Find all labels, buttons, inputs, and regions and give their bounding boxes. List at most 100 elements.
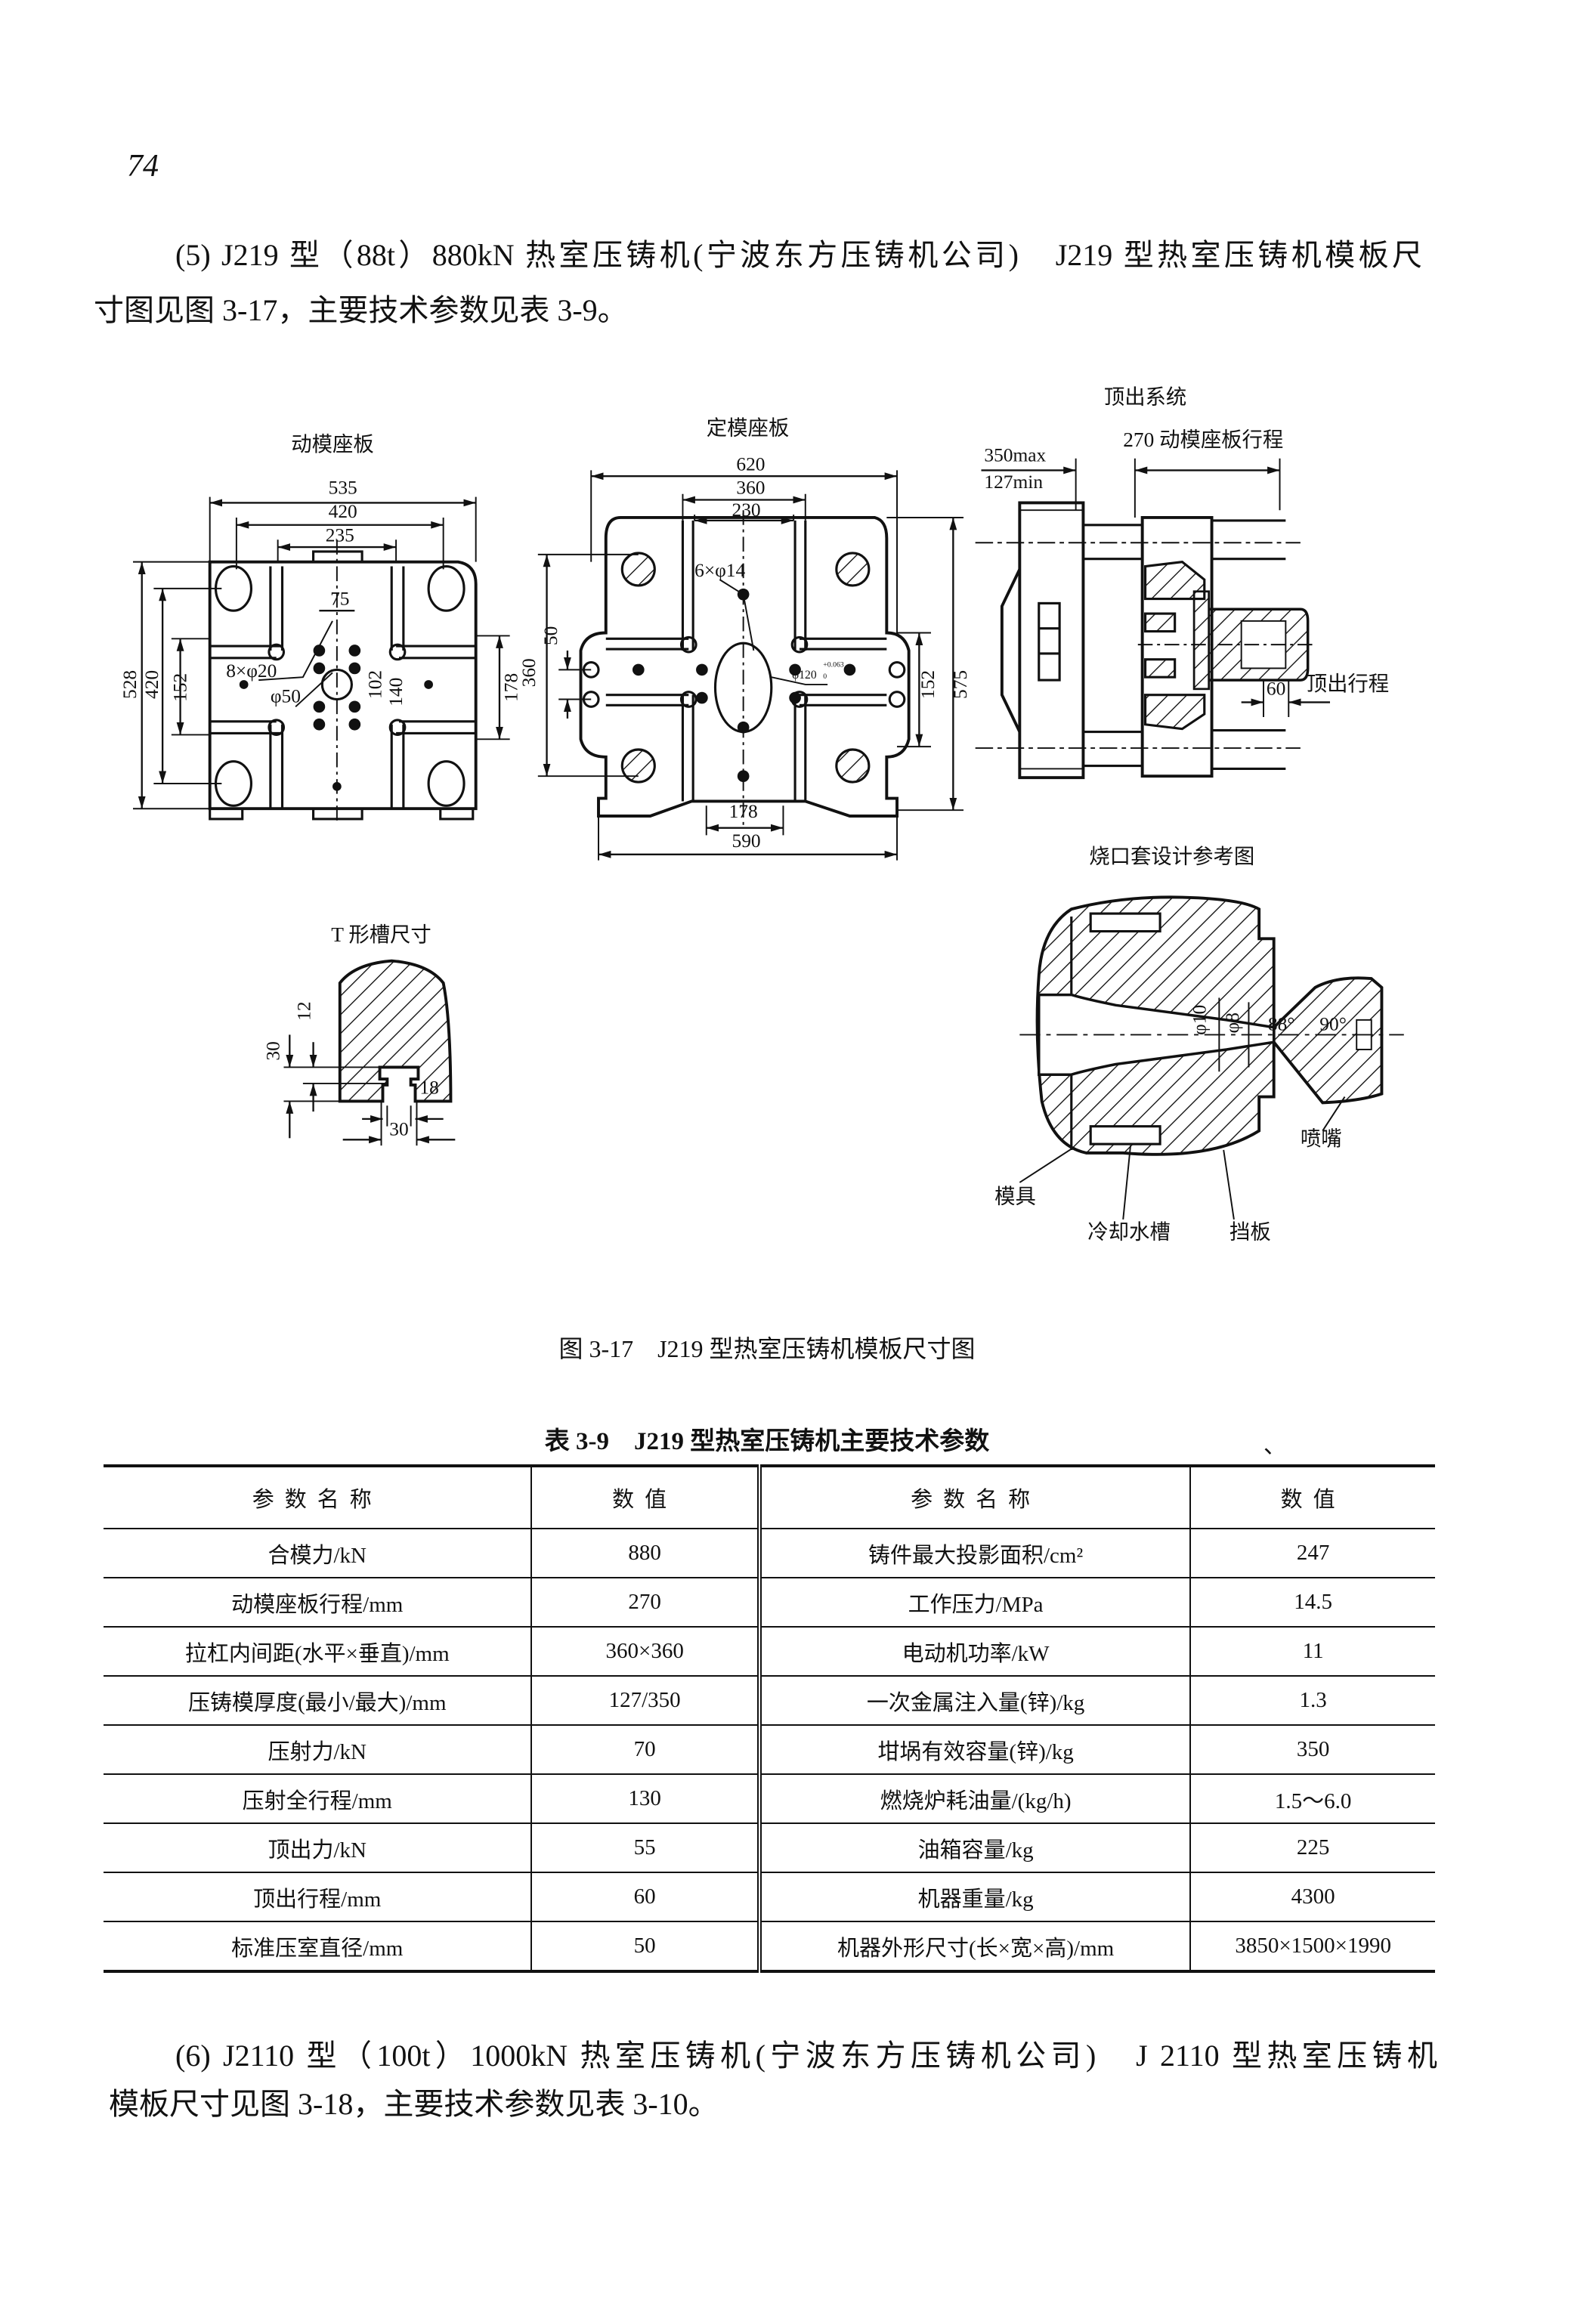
eject-label: 顶出行程 bbox=[1307, 672, 1389, 695]
label-die: 模具 bbox=[994, 1185, 1036, 1207]
dim-88-deg: 88° bbox=[1268, 1014, 1295, 1035]
dim-75: 75 bbox=[330, 588, 349, 609]
dim-phi10: φ10 bbox=[1189, 1005, 1211, 1035]
param-name-cell: 压铸模厚度(最小/最大)/mm bbox=[104, 1676, 533, 1726]
param-name-cell: 坩埚有效容量(锌)/kg bbox=[759, 1725, 1192, 1775]
dim-360-vertical: 360 bbox=[518, 658, 540, 687]
param-name-cell: 压射全行程/mm bbox=[104, 1774, 533, 1824]
param-value-cell: 130 bbox=[531, 1774, 762, 1824]
dim-575: 575 bbox=[950, 670, 971, 699]
header-param-name: 参数名称 bbox=[759, 1466, 1192, 1529]
figure-caption: 图 3-17 J219 型热室压铸机模板尺寸图 bbox=[558, 1335, 976, 1362]
header-param-name: 参数名称 bbox=[104, 1466, 533, 1529]
param-value-cell: 880 bbox=[531, 1529, 762, 1578]
dim-phi120: φ120 bbox=[792, 669, 817, 682]
param-name-cell: 机器外形尺寸(长×宽×高)/mm bbox=[759, 1921, 1192, 1972]
param-value-cell: 225 bbox=[1190, 1823, 1435, 1873]
param-name-cell: 动模座板行程/mm bbox=[104, 1578, 533, 1628]
param-value-cell: 127/350 bbox=[531, 1676, 762, 1726]
dim-360: 360 bbox=[736, 478, 765, 499]
page-number: 74 bbox=[127, 149, 159, 184]
ejection-stroke-label: 270 动模座板行程 bbox=[1123, 428, 1283, 451]
param-name-cell: 一次金属注入量(锌)/kg bbox=[759, 1676, 1192, 1726]
dim-18: 18 bbox=[419, 1077, 438, 1099]
param-value-cell: 60 bbox=[531, 1872, 762, 1922]
dim-phi8: φ8 bbox=[1222, 1012, 1243, 1033]
dim-phi120-lower-tol: 0 bbox=[823, 672, 827, 681]
param-name-cell: 顶出力/kN bbox=[104, 1823, 533, 1873]
dim-30-height: 30 bbox=[263, 1041, 284, 1060]
param-value-cell: 70 bbox=[531, 1725, 762, 1775]
stray-mark: 、 bbox=[1264, 1433, 1286, 1458]
paragraph-1-line-2: 寸图见图 3-17，主要技术参数见表 3-9。 bbox=[94, 293, 628, 327]
ejection-system-drawing: 顶出系统 270 动模座板行程 350max 127min 60 顶出行程 bbox=[975, 385, 1389, 780]
table-title: 表 3-9 J219 型热室压铸机主要技术参数 bbox=[544, 1428, 990, 1455]
paragraph-2-line-1: (6) J2110 型（100t）1000kN 热室压铸机(宁波东方压铸机公司)… bbox=[175, 2039, 1437, 2073]
param-name-cell: 机器重量/kg bbox=[759, 1872, 1192, 1922]
ejection-title: 顶出系统 bbox=[1104, 385, 1186, 408]
header-value: 数值 bbox=[1190, 1466, 1435, 1529]
dim-90-deg: 90° bbox=[1319, 1014, 1347, 1035]
t-slot-drawing: T 形槽尺寸 12 30 18 30 bbox=[263, 923, 456, 1146]
dim-8-phi20: 8×φ20 bbox=[226, 660, 277, 682]
dim-102: 102 bbox=[365, 670, 386, 699]
param-name-cell: 合模力/kN bbox=[104, 1529, 533, 1578]
param-name-cell: 拉杠内间距(水平×垂直)/mm bbox=[104, 1627, 533, 1677]
dim-50: 50 bbox=[540, 626, 561, 645]
param-value-cell: 247 bbox=[1190, 1529, 1435, 1578]
param-name-cell: 油箱容量/kg bbox=[759, 1823, 1192, 1873]
param-name-cell: 工作压力/MPa bbox=[759, 1578, 1192, 1628]
label-baffle: 挡板 bbox=[1229, 1220, 1271, 1243]
param-value-cell: 1.3 bbox=[1190, 1676, 1435, 1726]
dim-528: 528 bbox=[119, 670, 141, 699]
label-cooling-channel: 冷却水槽 bbox=[1087, 1220, 1170, 1243]
sprue-bushing-drawing: 烧口套设计参考图 φ10 φ8 88° 90° 喷嘴 模具 冷却水槽 挡板 bbox=[994, 846, 1404, 1243]
ejection-min-label: 127min bbox=[984, 471, 1043, 493]
dim-235: 235 bbox=[326, 524, 354, 546]
dim-30-width: 30 bbox=[389, 1118, 408, 1139]
param-value-cell: 50 bbox=[531, 1921, 762, 1972]
sprue-title: 烧口套设计参考图 bbox=[1089, 846, 1254, 868]
ejection-max-label: 350max bbox=[984, 445, 1046, 466]
param-value-cell: 4300 bbox=[1190, 1872, 1435, 1922]
eject-value: 60 bbox=[1267, 679, 1285, 700]
dim-152: 152 bbox=[917, 670, 939, 699]
t-slot-title: T 形槽尺寸 bbox=[331, 923, 431, 946]
param-value-cell: 270 bbox=[531, 1578, 762, 1628]
param-name-cell: 标准压室直径/mm bbox=[104, 1921, 533, 1972]
fixed-platen-title: 定模座板 bbox=[707, 416, 789, 439]
dim-620: 620 bbox=[736, 453, 765, 475]
paragraph-2-line-2: 模板尺寸见图 3-18，主要技术参数见表 3-10。 bbox=[109, 2087, 719, 2121]
param-value-cell: 11 bbox=[1190, 1627, 1435, 1677]
moving-platen-title: 动模座板 bbox=[291, 433, 373, 456]
dim-420-vertical: 420 bbox=[141, 670, 162, 699]
param-name-cell: 铸件最大投影面积/cm² bbox=[759, 1529, 1192, 1578]
dim-535: 535 bbox=[329, 478, 357, 499]
paragraph-1-line-1: (5) J219 型（88t）880kN 热室压铸机(宁波东方压铸机公司) J2… bbox=[175, 238, 1422, 272]
header-value: 数值 bbox=[531, 1466, 762, 1529]
dim-phi120-upper-tol: +0.063 bbox=[823, 660, 844, 669]
moving-platen-drawing: 动模座板 535 420 235 bbox=[119, 433, 521, 825]
dim-6-phi14: 6×φ14 bbox=[694, 560, 745, 581]
label-nozzle: 喷嘴 bbox=[1301, 1127, 1342, 1150]
dim-178: 178 bbox=[500, 673, 521, 702]
hatched-hole-icon bbox=[620, 552, 871, 784]
param-value-cell: 55 bbox=[531, 1823, 762, 1873]
dim-140: 140 bbox=[385, 678, 407, 706]
dim-12: 12 bbox=[294, 1001, 315, 1020]
param-value-cell: 360×360 bbox=[531, 1627, 762, 1677]
param-value-cell: 350 bbox=[1190, 1725, 1435, 1775]
dim-178: 178 bbox=[729, 801, 758, 822]
dim-152: 152 bbox=[169, 673, 190, 702]
param-name-cell: 顶出行程/mm bbox=[104, 1872, 533, 1922]
param-name-cell: 压射力/kN bbox=[104, 1725, 533, 1775]
